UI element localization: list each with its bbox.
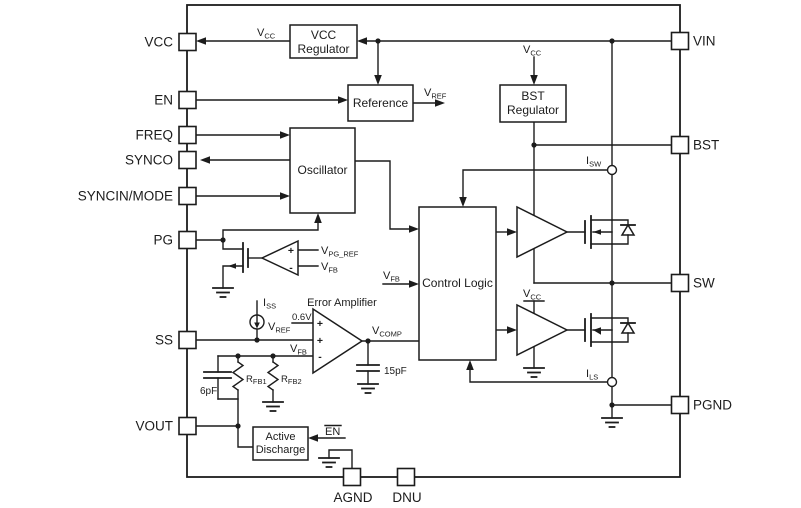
ground-agnd: [318, 457, 340, 468]
pin-label-syncin-mode: SYNCIN/MODE: [78, 189, 173, 204]
body-diode-highside: [611, 219, 636, 245]
signal-labels: VCC VREF VCC ISW VPG_REF VFB ISS VREF 0.…: [200, 27, 602, 438]
label-iss: ISS: [263, 297, 276, 311]
pin-bst: [670, 135, 690, 155]
pin-dnu: [396, 467, 416, 487]
ground-pg-fet: [212, 287, 234, 298]
pg-comparator-plus: +: [288, 245, 294, 257]
ea-minus: -: [318, 351, 322, 363]
body-diode-lowside: [611, 317, 636, 343]
block-bst-regulator: [499, 84, 567, 123]
junction-dots: [220, 38, 615, 429]
mosfet-lowside: [584, 313, 613, 347]
resistor-rfb1: [231, 361, 245, 391]
block-active-discharge-line1: Active: [266, 431, 296, 443]
gate-driver-highside: [516, 205, 569, 259]
pin-label-pgnd: PGND: [693, 398, 732, 413]
block-reference-label: Reference: [353, 96, 409, 110]
block-oscillator: [289, 127, 356, 214]
block-active-discharge: [252, 426, 309, 461]
label-vfb-cl: VFB: [383, 270, 400, 284]
pin-pg: [178, 230, 197, 250]
pin-label-pg: PG: [153, 233, 173, 248]
ground-pgnd: [601, 417, 623, 428]
pg-comparator-minus: -: [289, 262, 293, 274]
pin-label-sw: SW: [693, 276, 715, 291]
ea-plus-mid: +: [317, 335, 323, 347]
pin-label-vout: VOUT: [135, 419, 173, 434]
block-control-logic: [418, 206, 497, 361]
pin-label-vcc: VCC: [144, 35, 173, 50]
block-vcc-regulator: [289, 24, 358, 59]
ea-plus-top: +: [317, 318, 323, 330]
ground-low-driver: [523, 367, 545, 378]
label-rfb1: RFB1: [246, 374, 267, 386]
pin-synco: [178, 150, 197, 170]
wires: [196, 40, 673, 470]
block-reference: [347, 84, 414, 122]
label-vcc-wire: VCC: [257, 27, 276, 41]
block-control-logic-label: Control Logic: [422, 276, 493, 290]
label-vcc-drv: VCC: [523, 288, 542, 302]
pin-vcc: [178, 32, 197, 52]
pg-comparator: + -: [260, 239, 299, 277]
block-bst-regulator-line2: Regulator: [507, 103, 559, 117]
label-vref-value: 0.6V: [292, 312, 312, 323]
block-bst-regulator-line1: BST: [521, 89, 545, 103]
pin-freq: [178, 125, 197, 145]
label-cap-15pf: 15pF: [384, 366, 407, 377]
label-rfb2: RFB2: [281, 374, 302, 386]
pin-pgnd: [670, 395, 690, 415]
block-vcc-regulator-line1: VCC: [311, 28, 337, 42]
resistor-rfb2: [266, 361, 280, 391]
pin-label-bst: BST: [693, 138, 719, 153]
pin-label-dnu: DNU: [392, 490, 421, 505]
label-vfb-ea: VFB: [290, 343, 307, 357]
label-cap-6pf: 6pF: [200, 386, 217, 397]
pin-label-vin: VIN: [693, 34, 716, 49]
label-vpg-ref: VPG_REF: [321, 245, 359, 259]
ground-comp-cap: [357, 383, 379, 394]
arrowheads: [196, 37, 538, 442]
error-amplifier: + + -: [312, 307, 364, 375]
pin-syncin-mode: [178, 186, 197, 206]
label-ils: ILS: [586, 368, 598, 382]
pin-label-synco: SYNCO: [125, 153, 173, 168]
label-isw: ISW: [586, 155, 602, 169]
pin-labels: VCC EN FREQ SYNCO SYNCIN/MODE PG SS VOUT…: [78, 34, 733, 506]
pin-label-freq: FREQ: [135, 128, 173, 143]
label-vref-out: VREF: [424, 87, 447, 101]
pin-en: [178, 90, 197, 110]
pin-label-en: EN: [154, 93, 173, 108]
pin-ss: [178, 330, 197, 350]
label-vref-ea: VREF: [268, 321, 291, 335]
pin-label-agnd: AGND: [333, 490, 372, 505]
mosfet-pg-opendrain: [228, 242, 249, 273]
label-vcc-bst: VCC: [523, 44, 542, 58]
capacitor-15pf: [356, 364, 380, 372]
pin-label-ss: SS: [155, 333, 173, 348]
block-active-discharge-line2: Discharge: [256, 444, 306, 456]
mosfet-highside: [584, 215, 613, 249]
label-en-bar: EN: [325, 426, 340, 438]
pin-squares: [178, 31, 690, 487]
pin-agnd: [342, 467, 362, 487]
ground-rfb2: [262, 401, 284, 412]
pin-sw: [670, 273, 690, 293]
label-vcomp: VCOMP: [372, 325, 402, 339]
error-amplifier-title: Error Amplifier: [307, 297, 377, 309]
gate-driver-lowside: [516, 303, 569, 357]
current-source-iss: [249, 314, 265, 330]
block-vcc-regulator-line2: Regulator: [297, 42, 349, 56]
pin-vin: [670, 31, 690, 51]
current-sense-ils: [606, 376, 618, 388]
block-oscillator-label: Oscillator: [297, 163, 347, 177]
current-sense-isw: [606, 164, 618, 176]
capacitor-6pf: [203, 371, 232, 379]
pin-vout: [178, 416, 197, 436]
label-vfb-pgcmp: VFB: [321, 261, 338, 275]
